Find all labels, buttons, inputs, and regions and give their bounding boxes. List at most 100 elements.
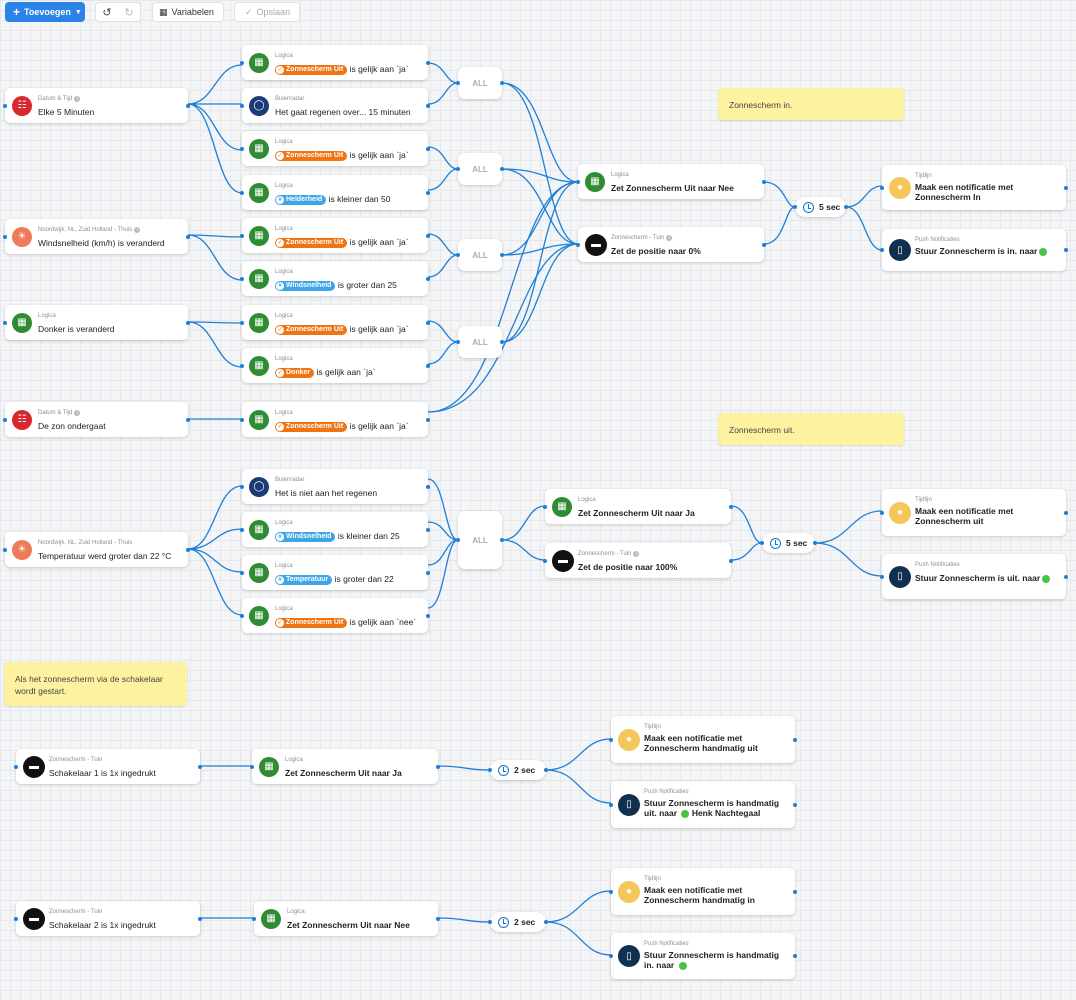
connection-port[interactable] [609,737,613,742]
condition-card-temperatuur[interactable]: ▦ Logica #Temperatuur is groter dan 22 [242,555,428,590]
output-card-push-in[interactable]: ▯ Push Notificaties Stuur Zonnescherm is… [882,229,1066,271]
connection-port[interactable] [762,179,766,184]
output-card-notificatie-handmatig-uit[interactable]: ● Tijdlijn Maak een notificatie met Zonn… [611,716,795,763]
output-card-notificatie-in[interactable]: ● Tijdlijn Maak een notificatie met Zonn… [882,165,1066,210]
condition-card-donker[interactable]: ▦ Logica ✓Donker is gelijk aan `ja` [242,348,428,383]
condition-card-zonnescherm-uit-ja[interactable]: ▦ Logica ✓Zonnescherm Uit is gelijk aan … [242,218,428,253]
connection-port[interactable] [729,504,733,509]
connection-port[interactable] [186,547,190,552]
connection-port[interactable] [186,417,190,422]
connection-port[interactable] [1064,574,1068,579]
connection-port[interactable] [252,916,256,921]
connection-port[interactable] [880,248,884,252]
connection-port[interactable] [500,340,504,344]
connection-port[interactable] [500,538,504,542]
connection-port[interactable] [576,179,580,184]
connection-port[interactable] [186,320,190,325]
output-card-notificatie-uit[interactable]: ● Tijdlijn Maak een notificatie met Zonn… [882,489,1066,536]
action-card-zet-uit-ja[interactable]: ▦ Logica Zet Zonnescherm Uit naar Ja [252,749,438,784]
connection-port[interactable] [543,504,547,509]
trigger-card-schakelaar-2[interactable]: ▬ Zonnescherm - Tuin Schakelaar 2 is 1x … [16,901,200,936]
connection-port[interactable] [1064,185,1068,190]
connection-port[interactable] [240,527,244,532]
all-gate[interactable]: ALL [458,511,502,569]
connection-port[interactable] [426,417,430,422]
connection-port[interactable] [240,320,244,325]
connection-port[interactable] [500,253,504,257]
connection-port[interactable] [3,417,7,422]
connection-port[interactable] [426,363,430,368]
connection-port[interactable] [3,547,7,552]
output-card-push-uit[interactable]: ▯ Push Notificaties Stuur Zonnescherm is… [882,554,1066,599]
connection-port[interactable] [609,802,613,807]
note-schakelaar[interactable]: Als het zonnescherm via de schakelaar wo… [4,662,187,706]
action-card-zet-uit-nee[interactable]: ▦ Logica Zet Zonnescherm Uit naar Nee [578,164,764,199]
connection-port[interactable] [198,916,202,921]
connection-port[interactable] [880,185,884,190]
connection-port[interactable] [240,190,244,195]
connection-port[interactable] [426,60,430,65]
connection-port[interactable] [456,81,460,85]
connection-port[interactable] [544,920,548,924]
connection-port[interactable] [544,768,548,772]
connection-port[interactable] [240,103,244,108]
connection-port[interactable] [426,570,430,575]
action-card-zet-uit-nee[interactable]: ▦ Logica Zet Zonnescherm Uit naar Nee [254,901,438,936]
note-zonnescherm-uit[interactable]: Zonnescherm uit. [718,413,904,445]
info-icon[interactable]: i [134,227,141,233]
action-card-zet-uit-ja[interactable]: ▦ Logica Zet Zonnescherm Uit naar Ja [545,489,731,524]
connection-port[interactable] [844,205,848,209]
connection-port[interactable] [456,538,460,542]
condition-card-zonnescherm-uit-nee[interactable]: ▦ Logica ✓Zonnescherm Uit is gelijk aan … [242,598,428,633]
connection-port[interactable] [240,276,244,281]
condition-card-zonnescherm-uit-ja[interactable]: ▦ Logica ✓Zonnescherm Uit is gelijk aan … [242,131,428,166]
connection-port[interactable] [793,954,797,958]
connection-port[interactable] [426,613,430,618]
output-card-notificatie-handmatig-in[interactable]: ● Tijdlijn Maak een notificatie met Zonn… [611,868,795,915]
all-gate[interactable]: ALL [458,326,502,358]
connection-port[interactable] [456,340,460,344]
connection-port[interactable] [240,233,244,238]
connection-port[interactable] [1064,248,1068,252]
info-icon[interactable]: i [74,410,81,416]
trigger-card-temperatuur[interactable]: ☀ Noordwijk, NL, Zuid Holland - Thuis Te… [5,532,188,567]
connection-port[interactable] [543,558,547,563]
condition-card-zonnescherm-uit-ja[interactable]: ▦ Logica ✓Zonnescherm Uit is gelijk aan … [242,305,428,340]
connection-port[interactable] [793,205,797,209]
condition-card-windsnelheid-groter[interactable]: ▦ Logica #Windsnelheid is groter dan 25 [242,261,428,296]
delay-node[interactable]: 5 sec [795,197,846,217]
add-button[interactable]: + Toevoegen ▼ [5,2,85,22]
connection-port[interactable] [436,916,440,921]
connection-port[interactable] [880,510,884,515]
connection-port[interactable] [576,242,580,247]
connection-port[interactable] [426,484,430,489]
save-button[interactable]: ✓ Opslaan [234,2,300,22]
connection-port[interactable] [729,558,733,563]
connection-port[interactable] [240,570,244,575]
output-card-push-handmatig-in[interactable]: ▯ Push Notificaties Stuur Zonnescherm is… [611,933,795,979]
connection-port[interactable] [3,320,7,325]
connection-port[interactable] [762,242,766,247]
connection-port[interactable] [500,81,504,85]
connection-port[interactable] [240,363,244,368]
all-gate[interactable]: ALL [458,67,502,99]
condition-card-zonnescherm-uit-ja[interactable]: ▦ Logica ✓Zonnescherm Uit is gelijk aan … [242,402,428,437]
connection-port[interactable] [1064,510,1068,515]
connection-port[interactable] [488,768,492,772]
connection-port[interactable] [426,527,430,532]
connection-port[interactable] [456,253,460,257]
delay-node[interactable]: 2 sec [490,760,546,780]
connection-port[interactable] [14,916,18,921]
connection-port[interactable] [760,541,764,545]
connection-port[interactable] [3,103,7,108]
connection-port[interactable] [793,889,797,894]
undo-icon[interactable]: ↺ [102,6,112,19]
connection-port[interactable] [198,764,202,769]
connection-port[interactable] [186,103,190,108]
connection-port[interactable] [436,764,440,769]
connection-port[interactable] [793,802,797,807]
output-card-push-handmatig-uit[interactable]: ▯ Push Notificaties Stuur Zonnescherm is… [611,781,795,828]
